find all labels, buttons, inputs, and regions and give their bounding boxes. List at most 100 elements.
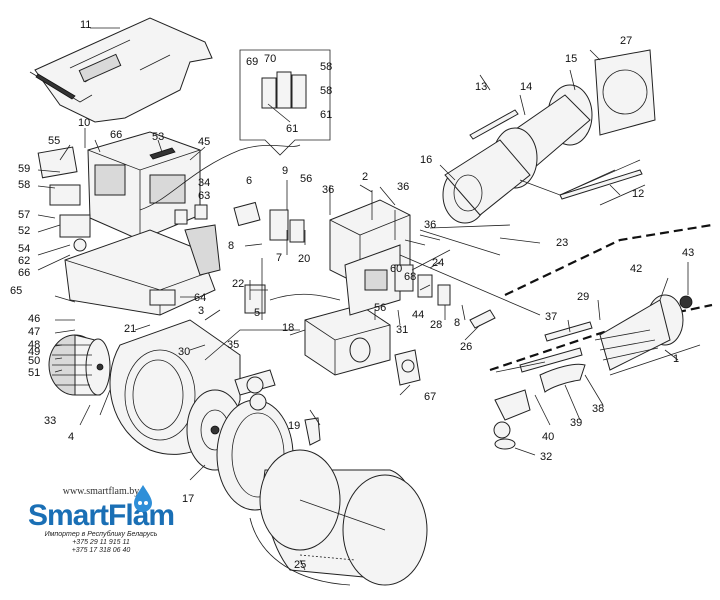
inset-detail [239, 49, 331, 156]
callout-n35: 35 [227, 339, 239, 351]
nozzle-holder [493, 389, 531, 450]
callout-n12: 12 [632, 188, 644, 200]
leader-lines [37, 27, 689, 571]
callout-n9: 9 [282, 165, 288, 177]
callout-n40: 40 [542, 431, 554, 443]
callout-n57: 57 [18, 209, 30, 221]
brand-importer: Импортер в Республику Беларусь [44, 531, 158, 538]
callout-n43: 43 [682, 247, 694, 259]
callout-n53: 53 [152, 131, 164, 143]
callout-n60: 60 [390, 263, 402, 275]
callout-n32: 32 [540, 451, 552, 463]
callout-n45: 45 [198, 136, 210, 148]
callout-n20: 20 [298, 253, 310, 265]
callout-n64: 64 [194, 292, 206, 304]
callout-n36a: 36 [322, 184, 334, 196]
callout-n15: 15 [565, 53, 577, 65]
air-silencer [249, 449, 428, 586]
callout-n67: 67 [424, 391, 436, 403]
callout-n51: 51 [28, 367, 40, 379]
callout-n1: 1 [673, 353, 679, 365]
callout-n28: 28 [430, 319, 442, 331]
brand-site: www.smartflam.by [62, 486, 140, 497]
callout-n70: 70 [264, 53, 276, 65]
control-box [37, 131, 301, 252]
callout-n39: 39 [570, 417, 582, 429]
callout-n61a: 61 [320, 109, 332, 121]
callout-n4: 4 [68, 431, 74, 443]
callout-n37: 37 [545, 311, 557, 323]
callout-n13: 13 [475, 81, 487, 93]
callout-n48: 48 [28, 339, 40, 351]
callout-n65: 65 [10, 285, 22, 297]
callout-n22: 22 [232, 278, 244, 290]
callout-n3: 3 [198, 305, 204, 317]
electrode-set [495, 321, 593, 393]
callout-n29: 29 [577, 291, 589, 303]
callout-n18: 18 [282, 322, 294, 334]
callout-n11: 11 [80, 19, 91, 31]
callout-n52: 52 [18, 225, 30, 237]
callout-n55: 55 [48, 135, 60, 147]
callout-n8b: 8 [454, 317, 460, 329]
callout-n8a: 8 [228, 240, 234, 252]
callout-n10: 10 [78, 117, 90, 129]
callout-n56: 56 [300, 173, 312, 185]
callout-n16: 16 [420, 154, 432, 166]
air-damper [234, 369, 321, 446]
callout-n36c: 36 [424, 219, 436, 231]
callout-n19: 19 [288, 420, 300, 432]
callout-n58b: 58 [320, 61, 332, 73]
callout-n62: 62 [18, 255, 30, 267]
callout-n14: 14 [520, 81, 532, 93]
callout-n6: 6 [246, 175, 252, 187]
callout-n42: 42 [630, 263, 642, 275]
callout-n49: 49 [28, 346, 40, 358]
callout-n26: 26 [460, 341, 472, 353]
callout-n68: 68 [404, 271, 416, 283]
electric-motor [48, 334, 111, 396]
callout-n27: 27 [620, 35, 632, 47]
callout-n47: 47 [28, 326, 40, 338]
callout-n17: 17 [182, 493, 194, 505]
mounting-plate [329, 190, 411, 316]
callout-n30: 30 [178, 346, 190, 358]
callout-n61b: 61 [286, 123, 298, 135]
connector-block [394, 239, 496, 329]
callout-n63: 63 [198, 190, 210, 202]
callout-n59: 59 [18, 163, 30, 175]
mounting-flange [594, 49, 656, 136]
brand-phone-1: +375 29 11 915 11 [72, 539, 130, 546]
callout-n21: 21 [124, 323, 136, 335]
blast-tube [442, 84, 646, 224]
callout-n34: 34 [198, 177, 210, 189]
callout-n5: 5 [254, 307, 260, 319]
callout-n50: 50 [28, 355, 40, 367]
callout-n23: 23 [556, 237, 568, 249]
air-housing [64, 224, 221, 316]
callout-n66a: 66 [110, 129, 122, 141]
burner-cover [29, 17, 213, 123]
callout-n38: 38 [592, 403, 604, 415]
small-components [149, 201, 341, 361]
callout-n24: 24 [432, 257, 444, 269]
callout-n69: 69 [246, 56, 258, 68]
callout-n7: 7 [276, 252, 282, 264]
callout-n66b: 66 [18, 267, 30, 279]
callout-n25: 25 [294, 559, 306, 571]
brand-phone-2: +375 17 318 06 40 [71, 547, 131, 554]
water-drop-icon [134, 485, 152, 512]
combustion-head [594, 294, 701, 376]
callout-n46: 46 [28, 313, 40, 325]
callout-n54: 54 [18, 243, 30, 255]
callout-n31: 31 [396, 324, 408, 336]
callout-n36b: 36 [397, 181, 409, 193]
callout-n33: 33 [44, 415, 56, 427]
callout-n44: 44 [412, 309, 424, 321]
gas-valve-assembly [304, 304, 421, 386]
callout-n2: 2 [362, 171, 368, 183]
callout-n56b: 56 [374, 302, 386, 314]
callout-n58c: 58 [320, 85, 332, 97]
